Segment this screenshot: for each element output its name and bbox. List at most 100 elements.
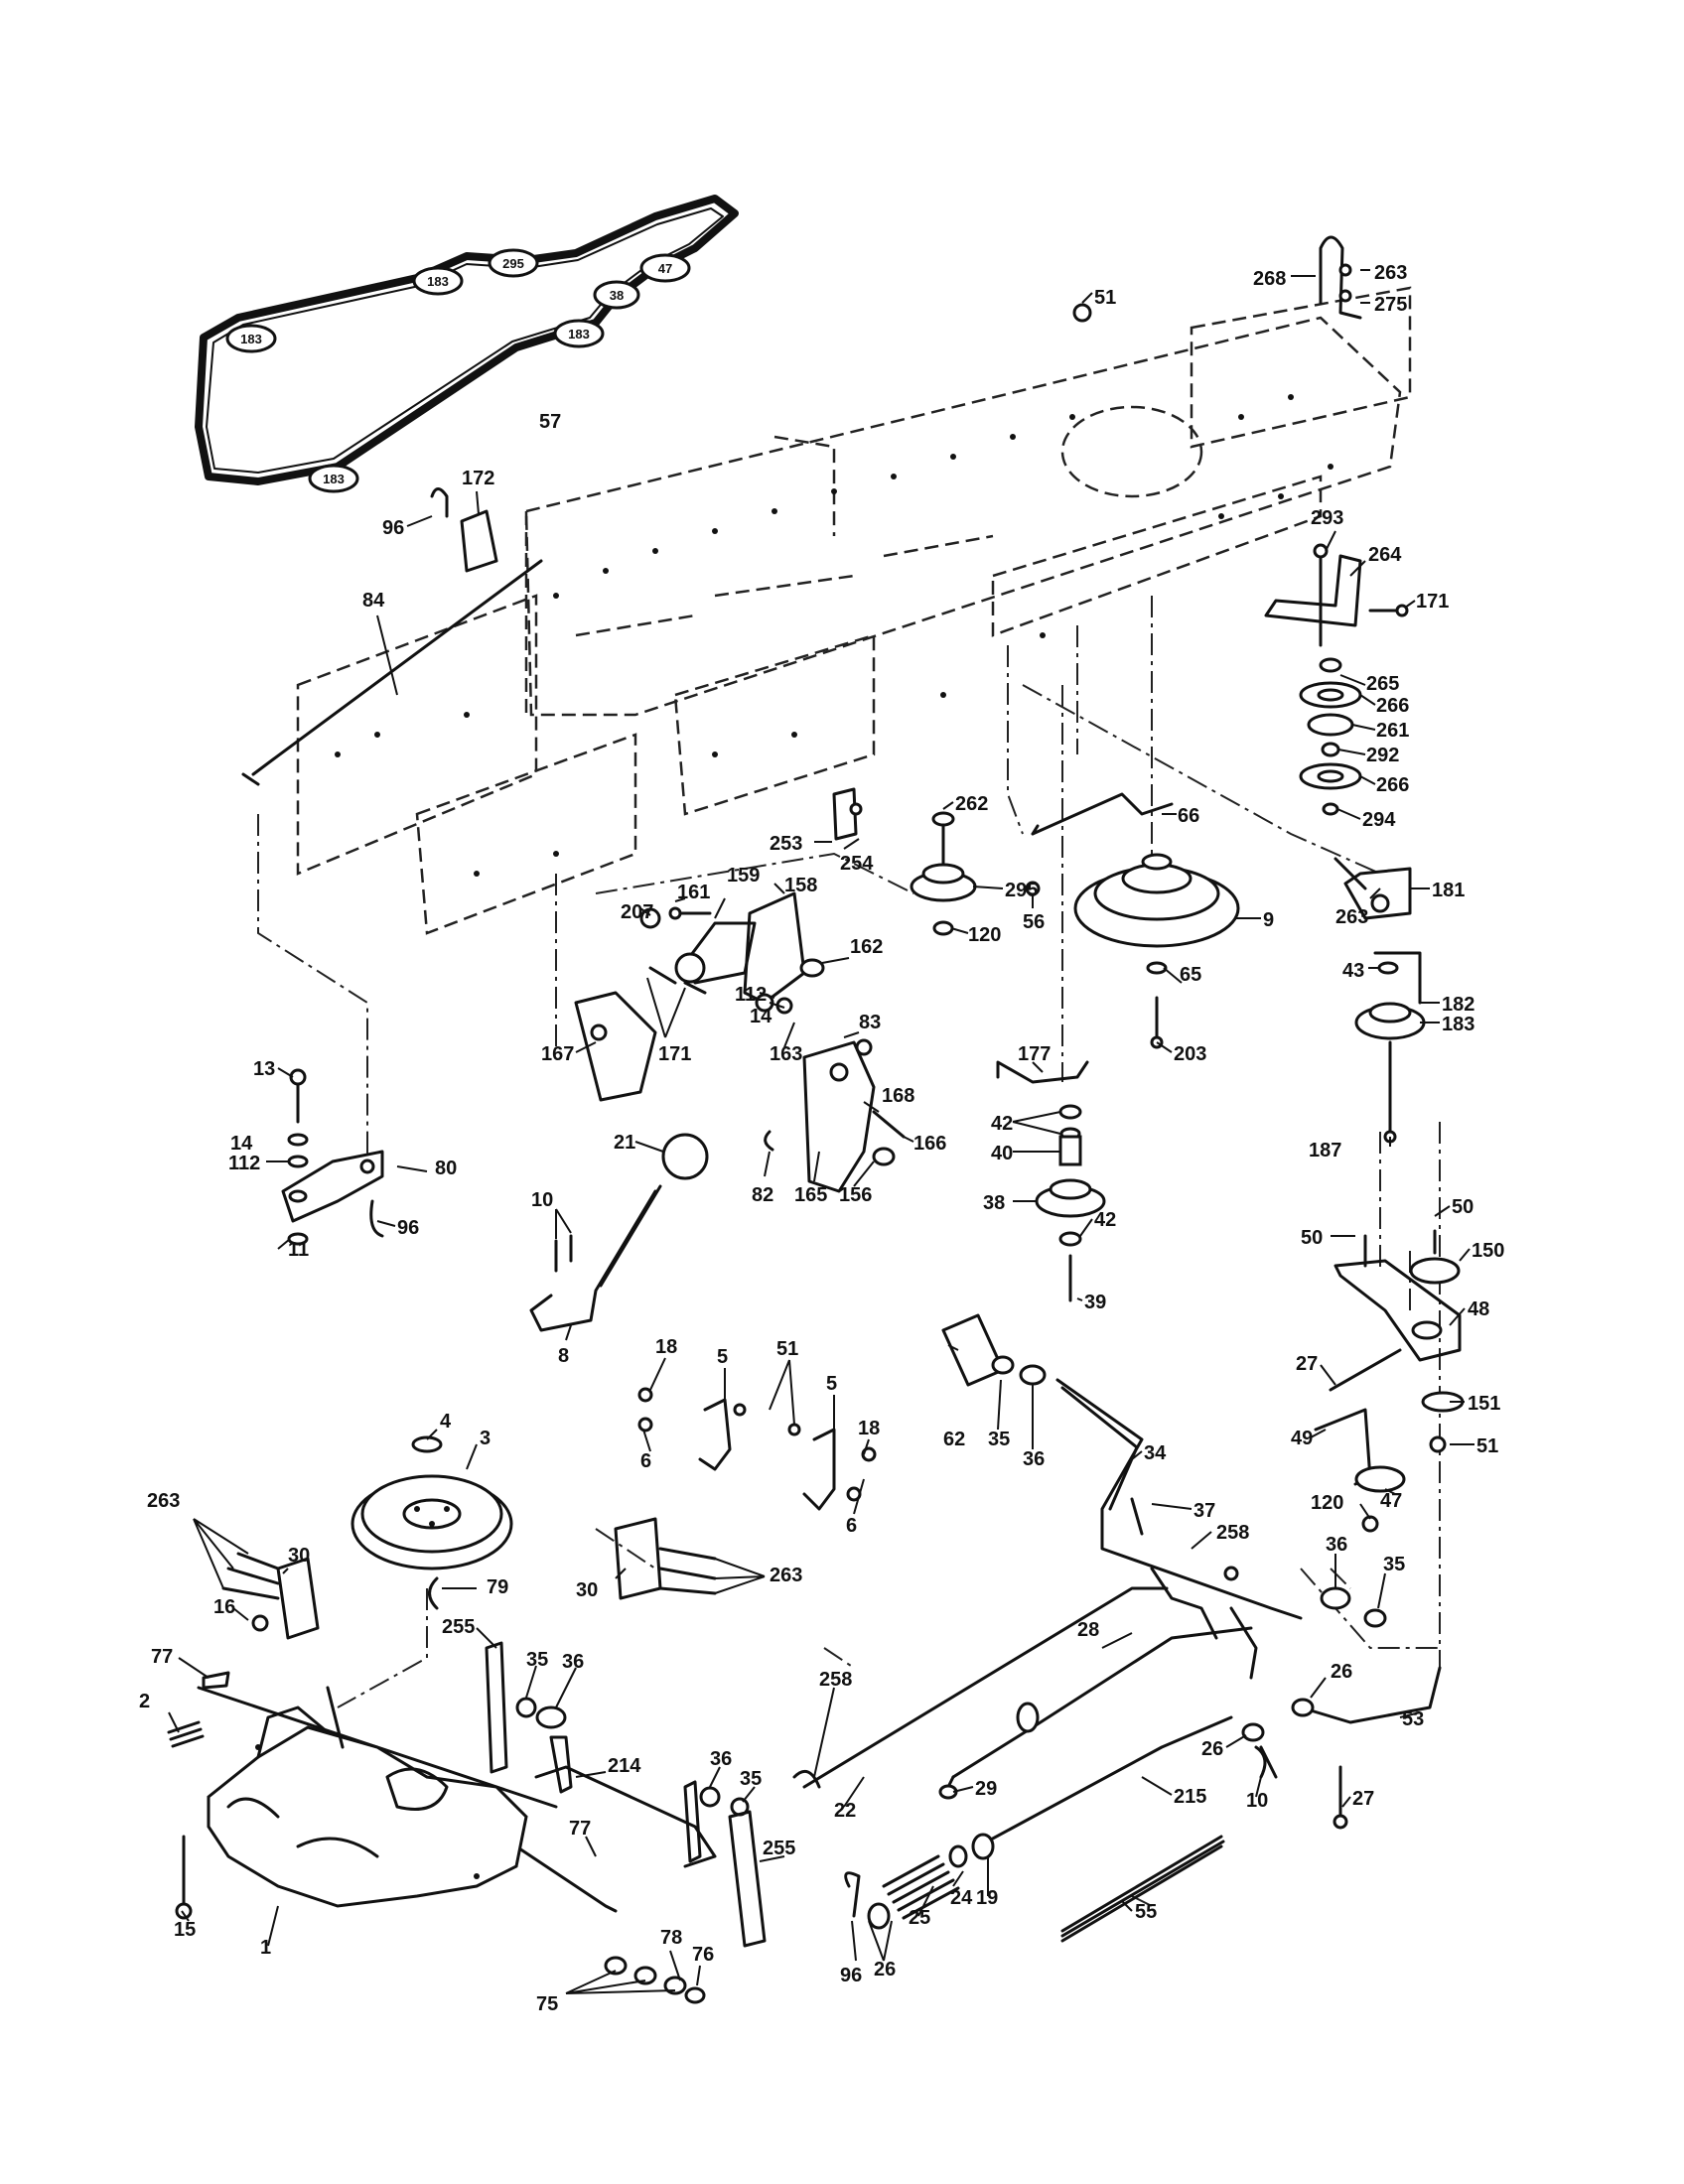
callout: 254 bbox=[840, 853, 874, 875]
callout: 263 bbox=[770, 1565, 802, 1586]
callout: 27 bbox=[1352, 1788, 1374, 1810]
leader-lines bbox=[168, 269, 1474, 1994]
part-264-bracket bbox=[1264, 554, 1362, 627]
callout: 26 bbox=[1331, 1661, 1352, 1683]
callout: 207 bbox=[621, 901, 653, 923]
arm-255a bbox=[485, 1641, 508, 1774]
callout: 183 bbox=[1442, 1014, 1474, 1035]
lever-8 bbox=[529, 1189, 657, 1332]
belt-label: 183 bbox=[427, 274, 449, 289]
part-167 bbox=[574, 991, 657, 1102]
callout: 75 bbox=[536, 1993, 558, 2015]
callout: 43 bbox=[1342, 960, 1364, 982]
belt-pulley-labels: 183 183 295 47 38 183 183 bbox=[225, 248, 691, 493]
callout: 77 bbox=[569, 1818, 591, 1840]
callout: 22 bbox=[834, 1800, 856, 1822]
callout: 39 bbox=[1084, 1292, 1106, 1313]
callout: 171 bbox=[1416, 591, 1449, 613]
callout: 26 bbox=[874, 1959, 896, 1980]
callout: 36 bbox=[710, 1748, 732, 1770]
callout: 26 bbox=[1201, 1738, 1223, 1760]
part-172-bracket bbox=[460, 509, 498, 573]
spring-55 bbox=[1060, 1835, 1225, 1943]
callout: 51 bbox=[776, 1338, 798, 1360]
part-96-pin bbox=[430, 487, 449, 518]
belt-label: 183 bbox=[240, 332, 262, 346]
callout: 24 bbox=[950, 1887, 973, 1909]
callout: 11 bbox=[288, 1239, 309, 1261]
part-253 bbox=[832, 787, 858, 841]
callout: 214 bbox=[608, 1755, 641, 1777]
part-37 bbox=[1130, 1497, 1144, 1536]
callout: 165 bbox=[794, 1184, 827, 1206]
knob-21 bbox=[661, 1133, 709, 1180]
callout: 268 bbox=[1253, 268, 1286, 290]
belt-label: 183 bbox=[323, 472, 345, 486]
callout: 181 bbox=[1432, 880, 1465, 901]
callout: 203 bbox=[1174, 1043, 1206, 1065]
callout: 96 bbox=[397, 1217, 419, 1239]
callout: 262 bbox=[955, 793, 988, 815]
callout: 264 bbox=[1368, 544, 1402, 566]
callout: 78 bbox=[660, 1927, 682, 1949]
callout: 8 bbox=[558, 1345, 569, 1367]
callout: 36 bbox=[1023, 1448, 1045, 1470]
callout: 166 bbox=[913, 1133, 946, 1155]
callout: 13 bbox=[253, 1058, 275, 1080]
spring-25 bbox=[867, 1833, 995, 1930]
callout: 18 bbox=[655, 1336, 677, 1358]
callout: 215 bbox=[1174, 1786, 1206, 1808]
callout: 48 bbox=[1468, 1298, 1489, 1320]
rod-28 bbox=[951, 1626, 1253, 1779]
callout: 255 bbox=[763, 1838, 795, 1859]
callout: 25 bbox=[909, 1907, 930, 1929]
spring-2 bbox=[167, 1720, 205, 1748]
callout: 187 bbox=[1309, 1140, 1341, 1161]
callout: 35 bbox=[988, 1429, 1010, 1450]
transaxle-1 bbox=[197, 1686, 618, 1913]
pulley-stack-38 bbox=[1035, 1104, 1106, 1302]
callout: 37 bbox=[1193, 1500, 1215, 1522]
callout: 57 bbox=[539, 411, 561, 433]
callout: 263 bbox=[1335, 906, 1368, 928]
callout: 36 bbox=[562, 1651, 584, 1673]
callout: 21 bbox=[614, 1132, 635, 1154]
callout: 162 bbox=[850, 936, 883, 958]
callout: 150 bbox=[1472, 1240, 1504, 1262]
callout: 263 bbox=[1374, 262, 1407, 284]
callout: 9 bbox=[1263, 909, 1274, 931]
callout: 84 bbox=[362, 590, 385, 612]
callout: 112 bbox=[735, 984, 767, 1006]
callout: 5 bbox=[717, 1346, 728, 1368]
callout: 35 bbox=[1383, 1554, 1405, 1575]
callout: 16 bbox=[213, 1596, 235, 1618]
idler-pulley-stack bbox=[1299, 657, 1362, 816]
callout: 6 bbox=[846, 1515, 857, 1537]
callout: 15 bbox=[174, 1919, 196, 1941]
idler-arm-181 bbox=[1333, 857, 1426, 1144]
alignment-lines bbox=[257, 596, 1441, 1907]
callout: 112 bbox=[228, 1153, 260, 1174]
callout: 77 bbox=[151, 1646, 173, 1668]
pedal-bracket bbox=[764, 1038, 906, 1193]
callout: 40 bbox=[991, 1143, 1013, 1164]
callout: 42 bbox=[991, 1113, 1013, 1135]
callout: 51 bbox=[1476, 1435, 1498, 1457]
callout: 177 bbox=[1018, 1043, 1051, 1065]
callout: 42 bbox=[1094, 1209, 1116, 1231]
callout: 34 bbox=[1144, 1442, 1167, 1464]
callout: 253 bbox=[770, 833, 802, 855]
callout: 65 bbox=[1180, 964, 1201, 986]
callout: 182 bbox=[1442, 994, 1474, 1016]
callout: 36 bbox=[1326, 1534, 1347, 1556]
callout: 96 bbox=[840, 1965, 862, 1986]
brackets-5 bbox=[637, 1387, 877, 1511]
callout: 261 bbox=[1376, 720, 1409, 742]
callout: 55 bbox=[1135, 1901, 1157, 1923]
callout: 163 bbox=[770, 1043, 802, 1065]
callout: 167 bbox=[541, 1043, 574, 1065]
bracket-80 bbox=[281, 1068, 384, 1246]
callout: 120 bbox=[1311, 1492, 1343, 1514]
part-268 bbox=[1319, 235, 1362, 320]
